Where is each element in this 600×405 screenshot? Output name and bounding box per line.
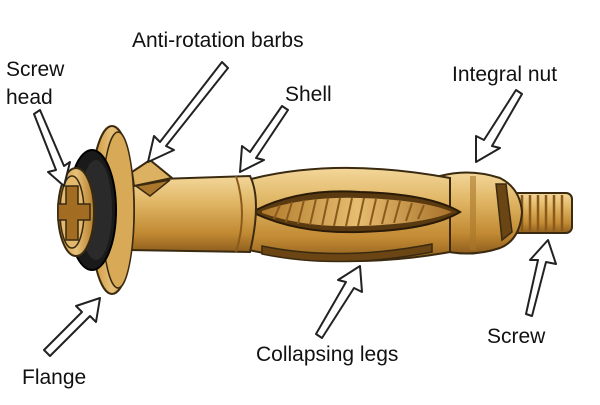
screw-tip	[509, 192, 573, 234]
screw-head-label-line2: head	[6, 86, 53, 109]
shell-arrow	[239, 105, 289, 173]
integral-nut	[439, 171, 524, 255]
screw-arrow	[525, 239, 557, 317]
integral-nut-arrow	[475, 89, 523, 163]
screw-head-arrow	[33, 109, 71, 187]
collapsing-legs-arrow	[315, 265, 363, 339]
anti-rotation-barbs-arrow	[147, 61, 229, 163]
screw-head-label-line1: Screw	[6, 58, 65, 81]
flange-arrow	[43, 297, 101, 357]
screw-label: Screw	[487, 325, 546, 348]
shell-label: Shell	[285, 83, 332, 106]
flange-label: Flange	[22, 366, 87, 389]
collapsing-legs	[239, 166, 462, 263]
screw-head	[57, 167, 95, 257]
collapsing-legs-label: Collapsing legs	[256, 343, 399, 366]
anti-rotation-barbs-label: Anti-rotation barbs	[132, 29, 304, 52]
shell	[127, 174, 257, 254]
integral-nut-label: Integral nut	[452, 63, 558, 86]
